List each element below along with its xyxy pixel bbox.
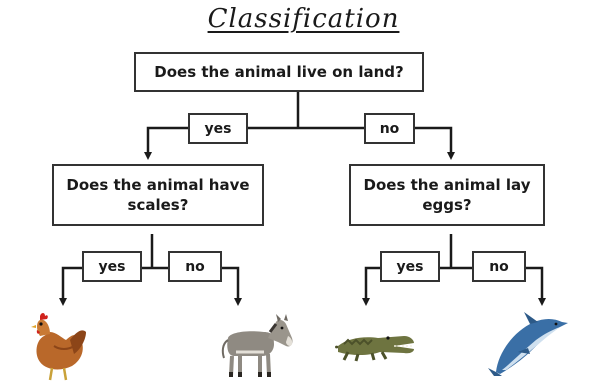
dolphin-image	[488, 312, 568, 376]
question-left: Does the animal have scales?	[52, 164, 264, 226]
answer-right-yes: yes	[380, 251, 440, 282]
answer-left-yes: yes	[82, 251, 142, 282]
connector-root-left	[144, 126, 298, 160]
connector-root-right	[298, 126, 455, 160]
crocodile-image	[335, 336, 414, 362]
answer-root-yes: yes	[188, 113, 248, 144]
hen-image	[31, 313, 86, 381]
answer-root-no: no	[364, 113, 415, 144]
diagram-title: Classification	[207, 4, 400, 34]
question-right: Does the animal lay eggs?	[349, 164, 545, 226]
answer-right-no: no	[472, 251, 526, 282]
donkey-image	[221, 314, 293, 377]
answer-left-no: no	[168, 251, 222, 282]
question-root: Does the animal live on land?	[134, 52, 424, 92]
